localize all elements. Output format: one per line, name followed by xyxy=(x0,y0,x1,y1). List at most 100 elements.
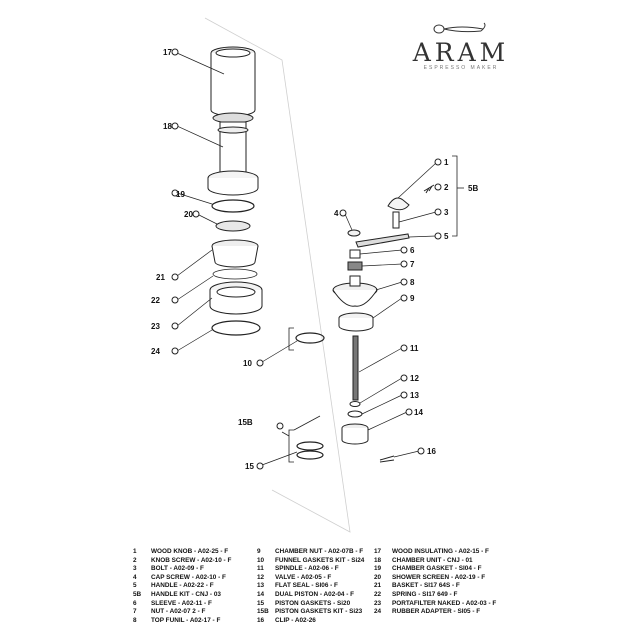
part-16-clip xyxy=(379,455,395,463)
part-13-flat-seal xyxy=(347,410,363,418)
callout-17-label: 17 xyxy=(163,48,172,57)
callout-23: 23 xyxy=(151,322,179,331)
legend-item-text: WOOD KNOB - A02-25 - F xyxy=(151,548,229,555)
part-3-bolt xyxy=(392,211,400,229)
coffee-press-lever-icon xyxy=(433,22,486,34)
legend-item-text: PISTON GASKETS - Si20 xyxy=(275,599,351,607)
callout-6: 6 xyxy=(400,246,415,255)
part-15-piston-gaskets xyxy=(296,441,324,460)
callout-8-label: 8 xyxy=(410,278,415,287)
legend-item-text: VALVE - A02-05 - F xyxy=(275,573,332,581)
legend-item-number: 22 xyxy=(374,590,382,598)
legend-item-number: 4 xyxy=(133,573,137,581)
bracket-15b xyxy=(281,327,321,463)
legend-item-text: KNOB SCREW - A02-10 - F xyxy=(151,556,232,564)
callout-1: 1 xyxy=(434,158,449,167)
leader-lines xyxy=(176,52,437,466)
part-4-cap-screw xyxy=(347,229,361,237)
callout-21: 21 xyxy=(156,273,179,282)
legend-item-number: 16 xyxy=(257,616,265,624)
legend-item-number: 13 xyxy=(257,582,265,590)
legend-item-number: 17 xyxy=(374,548,382,555)
callout-12: 12 xyxy=(400,374,419,383)
legend-item-text: PISTON GASKETS KIT - Si23 xyxy=(275,608,363,616)
callout-19: 19 xyxy=(171,189,185,199)
legend-item-number: 12 xyxy=(257,573,265,581)
callout-15-label: 15 xyxy=(245,462,254,471)
callout-15: 15 xyxy=(245,462,264,471)
part-21-basket xyxy=(211,239,259,268)
brand-name: ARAM xyxy=(412,38,510,67)
legend-item-number: 24 xyxy=(374,608,382,616)
callout-9: 9 xyxy=(400,294,415,303)
legend-item: 12 VALVE - A02-05 - F xyxy=(257,574,364,583)
part-14-dual-piston xyxy=(341,423,369,445)
legend-item: 17 WOOD INSULATING - A02-15 - F xyxy=(374,548,496,557)
legend-item-text: HANDLE KIT - CNJ - 03 xyxy=(151,590,221,598)
callout-10: 10 xyxy=(243,359,264,368)
legend-item-number: 15 xyxy=(257,599,265,607)
brand-subtitle: ESPRESSO MAKER xyxy=(423,65,499,71)
callout-21-label: 21 xyxy=(156,273,165,282)
part-20-shower-screen xyxy=(215,220,251,232)
callout-12-label: 12 xyxy=(410,374,419,383)
legend-item: 16 CLIP - A02-26 xyxy=(257,617,364,626)
part-23-portafilter xyxy=(209,281,263,315)
legend-item-number: 21 xyxy=(374,582,382,590)
callout-23-label: 23 xyxy=(151,322,160,331)
legend-item-number: 19 xyxy=(374,565,382,573)
legend-item-text: WOOD INSULATING - A02-15 - F xyxy=(392,548,489,555)
legend-item-text: CHAMBER GASKET - SI04 - F xyxy=(392,565,482,573)
part-8-top-funil xyxy=(332,275,378,307)
legend-item-text: CHAMBER NUT - A02-07B - F xyxy=(275,548,364,555)
legend-item-number: 6 xyxy=(133,599,137,607)
legend-item-text: BASKET - SI17 64S - F xyxy=(392,582,460,590)
callout-5b: 5B xyxy=(468,184,478,193)
part-7-nut xyxy=(347,261,363,271)
legend-item-text: SLEEVE - A02-11 - F xyxy=(151,599,212,607)
background-panel xyxy=(204,17,351,533)
callout-8: 8 xyxy=(400,278,415,287)
legend-item: 15 PISTON GASKETS - Si20 xyxy=(257,600,364,609)
legend-item-text: RUBBER ADAPTER - SI05 - F xyxy=(392,608,481,616)
callout-13-label: 13 xyxy=(410,391,419,400)
callout-18: 18 xyxy=(163,122,179,131)
callout-14-label: 14 xyxy=(414,408,423,417)
callout-4-label: 4 xyxy=(334,209,339,218)
legend-item-number: 1 xyxy=(133,548,137,555)
legend-item: 24 RUBBER ADAPTER - SI05 - F xyxy=(374,608,496,617)
callout-3: 3 xyxy=(434,208,449,217)
legend-item-text: PORTAFILTER NAKED - A02-03 - F xyxy=(392,599,497,607)
legend-item-number: 11 xyxy=(257,565,264,573)
legend-item-text: CLIP - A02-26 xyxy=(275,616,316,624)
callout-22: 22 xyxy=(151,296,179,305)
callout-5b-label: 5B xyxy=(468,184,478,193)
callout-9-label: 9 xyxy=(410,294,415,303)
callout-11: 11 xyxy=(400,344,419,353)
legend-column-1: 1 WOOD KNOB - A02-25 - F 2 KNOB SCREW - A02… xyxy=(133,548,231,625)
callout-20-label: 20 xyxy=(184,210,193,219)
legend-item-number: 5 xyxy=(133,582,137,590)
legend-item: 6 SLEEVE - A02-11 - F xyxy=(133,600,231,609)
callout-13: 13 xyxy=(400,391,419,400)
callout-20: 20 xyxy=(184,210,200,219)
callout-2: 2 xyxy=(434,183,449,192)
legend-item-number: 2 xyxy=(133,556,137,564)
callout-6-label: 6 xyxy=(410,246,415,255)
part-6-sleeve xyxy=(349,249,361,259)
callout-14: 14 xyxy=(405,408,423,417)
